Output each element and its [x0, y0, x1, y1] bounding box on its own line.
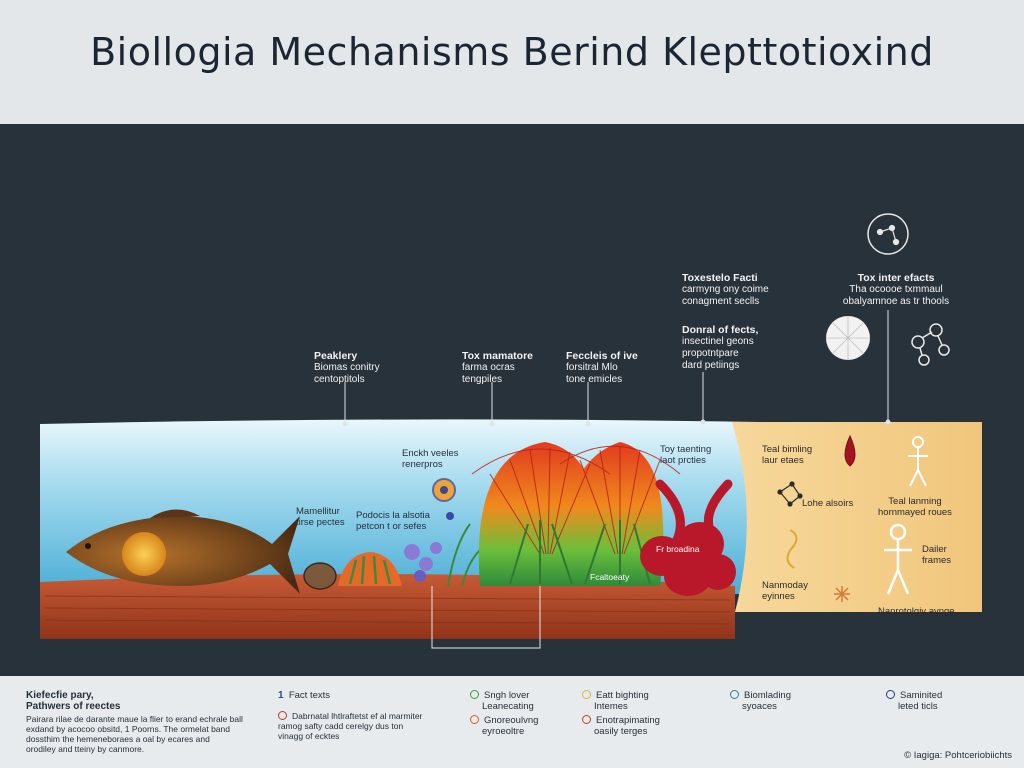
footer-col-2: Sngh lover Leanecating Gnoreoulvng eyroe…	[470, 690, 570, 737]
nudibranch-fan	[471, 442, 681, 586]
legend-dot-navy-icon	[886, 690, 895, 699]
legend-dot-yellow-icon	[582, 690, 591, 699]
floating-cell	[432, 478, 456, 502]
water-label-5: Fr broadina	[656, 544, 700, 554]
molecule-cluster-icon	[911, 323, 950, 366]
starburst-icon	[834, 586, 850, 602]
footer-col-fact-texts: 1 Fact texts Dabrnatal lhtlraftetst ef a…	[278, 690, 423, 741]
fish-figure	[66, 509, 300, 594]
kleptotoxin-diagram	[40, 213, 982, 649]
legend-dot-teal-icon	[730, 690, 739, 699]
legend-dot-green-icon	[470, 690, 479, 699]
legend-dot-orange-icon	[470, 715, 479, 724]
red-tentacle-mass	[640, 479, 736, 596]
polyp-cluster	[338, 552, 402, 586]
legend-dot-red-icon	[278, 711, 287, 720]
page-title: Biollogia Mechanisms Berind Klepttotioxi…	[90, 30, 934, 74]
image-credit: © Iagiga: Pohtceriobiichts	[904, 750, 1012, 761]
footer-legend	[0, 676, 1024, 768]
warm-label-6: Nanrotolgiy avnge	[878, 606, 955, 617]
footer-intro: Kiefecfie pary, Pathwers of reectes Pair…	[26, 690, 243, 754]
host-tissue-region	[732, 422, 982, 612]
blood-drop-icon	[844, 434, 856, 467]
radial-disc-icon	[826, 316, 870, 360]
nerve-icon	[786, 529, 798, 569]
header-band: Biollogia Mechanisms Berind Klepttotioxi…	[0, 0, 1024, 124]
footer-col-3: Eatt bighting Intemes Enotrapimating oas…	[582, 690, 692, 737]
flower-cluster	[404, 542, 442, 582]
human-body-icon	[884, 523, 912, 595]
molecule-icon	[777, 481, 803, 507]
snail-figure	[303, 562, 337, 590]
network-icon	[867, 213, 909, 255]
water-label-6: Fcaltoeaty	[590, 572, 630, 582]
legend-dot-red2-icon	[582, 715, 591, 724]
footer-col-4: Biomlading syoaces	[730, 690, 830, 712]
warm-label-2: Lohe alsoirs	[802, 498, 854, 509]
footer-col-5: Saminited leted ticls	[886, 690, 986, 712]
human-figure-icon	[908, 436, 928, 487]
